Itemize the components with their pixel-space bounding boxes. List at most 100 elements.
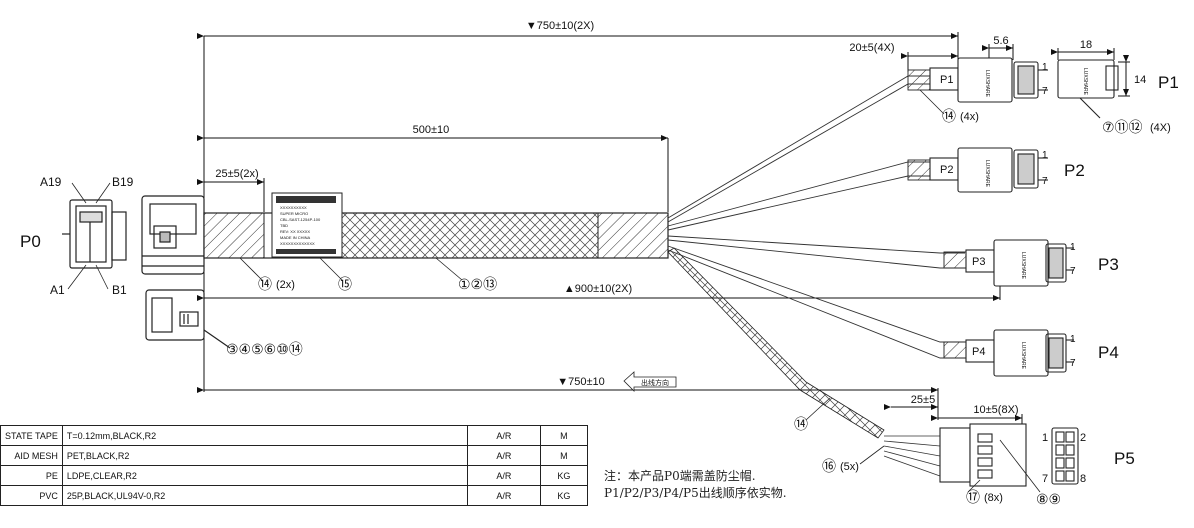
callout-3-4-5-6-10-14: ③④⑤⑥⑩⑭ (226, 341, 303, 357)
tag-p3: P3 (972, 256, 985, 268)
dim-p1-body-width: 18 (1080, 39, 1092, 51)
callouts: ⑭ (4x) ⑦⑪⑫ (4X) ⑭ (2x) ⑮ ①②⑬ ③④⑤⑥⑩⑭ ⑭ ⑯ … (226, 108, 1171, 507)
bom-qty: A/R (466, 485, 541, 506)
p0-connector-face (62, 199, 127, 269)
callout-1-2-13: ①②⑬ (458, 276, 497, 292)
callout-14-4x: ⑭ (942, 108, 956, 124)
sticker-line-2: SUPER MICRO (280, 211, 308, 216)
p0-labels: P0 A19 B19 A1 B1 (20, 175, 134, 297)
p5-breakout (667, 247, 941, 477)
p3-label: P3 (1098, 255, 1119, 274)
callout-16-5x: ⑯ (822, 458, 836, 474)
bom-unit: KG (539, 465, 588, 486)
note-line-1: 注：本产品P0端需盖防尘帽. (604, 469, 756, 483)
callout-8-9: ⑧⑨ (1036, 491, 1061, 507)
p1-pin7: 7 (1042, 86, 1048, 97)
dim-main-length: 500±10 (413, 124, 450, 136)
p2-pin7: 7 (1042, 176, 1048, 187)
dim-p1-height: 14 (1134, 74, 1146, 86)
p1-label: P1 (1158, 73, 1179, 92)
callout-17-8x: ⑰ (966, 489, 980, 505)
p0-connector-side (141, 195, 205, 275)
sticker-line-7: XXXXXXXXXXXXX (280, 241, 315, 246)
callout-16-5x-qty: (5x) (840, 461, 859, 473)
p4-label: P4 (1098, 343, 1119, 362)
bom-name: STATE TAPE (0, 425, 63, 446)
bom-qty: A/R (466, 465, 541, 486)
bom-spec: 25P,BLACK,UL94V-0,R2 (61, 485, 468, 506)
bom-spec: LDPE,CLEAR,R2 (61, 465, 468, 486)
bom-unit: M (539, 425, 588, 446)
table-row: STATE TAPE T=0.12mm,BLACK,R2 A/R M (0, 425, 588, 446)
p5-pin8: 8 (1080, 473, 1086, 485)
bom-name: PVC (0, 485, 63, 506)
brand-marks: LUXSHARE LUXSHARE LUXSHARE LUXSHARE LUXS… (984, 68, 1088, 370)
table-row: PE LDPE,CLEAR,R2 A/R KG (0, 465, 588, 486)
p4-pin7: 7 (1070, 358, 1076, 369)
bom-name: PE (0, 465, 63, 486)
p2-label: P2 (1064, 161, 1085, 180)
cable-label-sticker: XXXXXXXXXX SUPER MICRO CBL-SAST-1254P-10… (271, 192, 343, 258)
p5-pin7: 7 (1042, 473, 1048, 485)
pin-b19-label: B19 (112, 175, 134, 189)
sticker-line-3: CBL-SAST-1254P-100 (280, 217, 321, 222)
p3-connector (965, 239, 1074, 287)
pin-a1-label: A1 (50, 283, 65, 297)
p5-pin-numbers: 1 2 7 8 (1042, 432, 1086, 485)
breakout-wires (667, 75, 965, 359)
brand-p1-side: LUXSHARE (1082, 68, 1088, 96)
bom-spec: PET,BLACK,R2 (61, 445, 468, 466)
callout-7-11-12: ⑦⑪⑫ (1102, 119, 1143, 135)
dim-p5-offset: 25±5 (911, 394, 935, 406)
p2-pin1: 1 (1042, 150, 1048, 161)
callout-14-2x: ⑭ (258, 276, 272, 292)
bom-unit: M (539, 445, 588, 466)
p1-side-view (1057, 59, 1119, 119)
sticker-line-1: XXXXXXXXXX (280, 205, 307, 210)
dim-p5-pitch: 10±5(8X) (973, 404, 1018, 416)
p0-pin-leaders (67, 182, 111, 290)
sticker-line-4: TBD (280, 223, 288, 228)
bom-spec: T=0.12mm,BLACK,R2 (61, 425, 468, 446)
p3-pin1: 1 (1070, 242, 1076, 253)
table-row: PVC 25P,BLACK,UL94V-0,R2 A/R KG (0, 485, 588, 506)
p2-connector (929, 147, 1048, 193)
pin-numbers: 1 7 1 7 1 7 1 7 (1042, 62, 1076, 369)
p3-pin7: 7 (1070, 266, 1076, 277)
outlet-direction-tag: 出线方向 (623, 371, 677, 392)
callout-7-11-12-qty: (4X) (1150, 122, 1171, 134)
connector-tags: P1 P2 P3 P4 (940, 74, 985, 358)
table-row: AID MESH PET,BLACK,R2 A/R M (0, 445, 588, 466)
sleeves (907, 69, 967, 359)
bom-qty: A/R (466, 425, 541, 446)
brand-p4: LUXSHARE (1020, 342, 1026, 370)
bom-unit: KG (539, 485, 588, 506)
bom-name: AID MESH (0, 445, 63, 466)
sticker-line-5: REV: XX XXXXX (280, 229, 310, 234)
brand-p2: LUXSHARE (984, 160, 990, 188)
callout-14-4x-qty: (4x) (960, 111, 979, 123)
connector-names: P1 P2 P3 P4 P5 (1064, 73, 1179, 468)
sticker-line-6: MADE IN CHINA (280, 235, 311, 240)
dimension-texts: ▼750±10(2X) 20±5(4X) 500±10 25±5(2x) ▲90… (215, 20, 1146, 416)
outlet-direction-text: 出线方向 (641, 378, 669, 387)
pin-a19-label: A19 (40, 175, 62, 189)
dim-p1-width: 5.6 (993, 35, 1008, 47)
dim-bottom-750: ▼750±10 (557, 376, 605, 388)
p5-pin2: 2 (1080, 432, 1086, 444)
p1-connector (929, 57, 1048, 103)
tag-p2: P2 (940, 164, 953, 176)
dim-top-overall: ▼750±10(2X) (526, 20, 594, 32)
callout-15: ⑮ (338, 276, 352, 292)
note-line-2: P1/P2/P3/P4/P5出线顺序依实物. (604, 486, 787, 500)
tag-p1: P1 (940, 74, 953, 86)
dim-overall-900: ▲900±10(2X) (564, 283, 632, 295)
p5-connector (939, 423, 1079, 487)
dim-sleeve-length: 25±5(2x) (215, 168, 258, 180)
bom-qty: A/R (466, 445, 541, 466)
callout-14: ⑭ (794, 416, 808, 432)
callout-leaders (239, 89, 1041, 493)
p0-dust-cap (145, 289, 231, 349)
p4-connector (965, 329, 1074, 377)
